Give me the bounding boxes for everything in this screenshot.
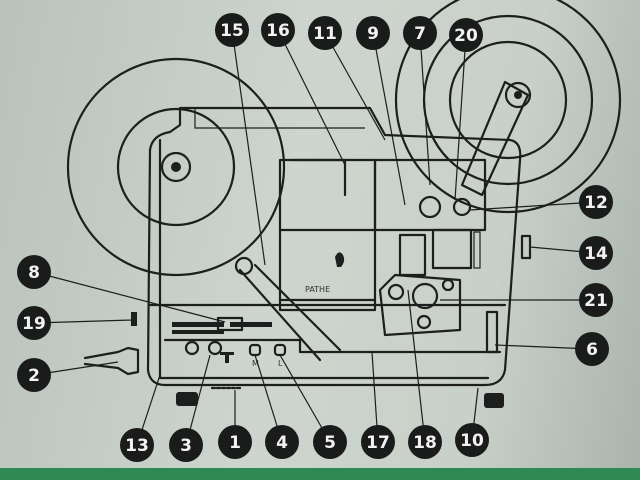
callout-badge <box>403 16 437 50</box>
callout-badge <box>313 425 347 459</box>
callout-number: 10 <box>460 431 484 451</box>
callout-16: 16 <box>261 13 346 166</box>
switch-label-m: M <box>252 359 259 368</box>
callout-badge <box>218 425 252 459</box>
switch-label-l: L <box>278 359 283 368</box>
left-reel <box>66 57 286 277</box>
leader-line <box>231 29 266 266</box>
callout-badge <box>17 255 51 289</box>
leader-line <box>277 29 346 166</box>
callout-number: 9 <box>367 24 379 44</box>
callout-badge <box>261 13 295 47</box>
callout-badge <box>575 332 609 366</box>
callout-17: 17 <box>361 351 395 459</box>
callout-number: 14 <box>584 244 608 264</box>
leader-line <box>454 34 467 201</box>
callout-number: 4 <box>276 433 288 453</box>
callout-number: 8 <box>28 263 40 283</box>
callout-badge <box>579 283 613 317</box>
leader-line <box>419 32 431 186</box>
callout-15: 15 <box>215 13 266 266</box>
callout-badge <box>579 236 613 270</box>
callout-12: 12 <box>469 185 613 219</box>
leader-line <box>372 32 406 206</box>
callout-10: 10 <box>455 387 489 457</box>
callout-number: 1 <box>229 433 241 453</box>
leader-line <box>407 289 426 443</box>
callout-18: 18 <box>407 289 442 459</box>
callout-number: 13 <box>125 436 149 456</box>
callout-badge <box>120 428 154 462</box>
callout-number: 19 <box>22 314 46 334</box>
callout-number: 12 <box>584 193 608 213</box>
callout-badge <box>17 306 51 340</box>
callout-number: 6 <box>586 340 598 360</box>
callout-number: 16 <box>266 21 290 41</box>
callout-3: 3 <box>169 354 211 462</box>
callout-5: 5 <box>279 354 347 459</box>
callout-1: 1 <box>218 390 252 459</box>
callout-number: 20 <box>454 26 478 46</box>
callout-7: 7 <box>403 16 437 186</box>
callout-2: 2 <box>17 358 119 392</box>
callout-number: 2 <box>28 366 40 386</box>
callout-19: 19 <box>17 306 134 340</box>
callout-14: 14 <box>529 236 613 270</box>
leader-line <box>469 201 597 211</box>
bottom-stripe <box>0 468 640 480</box>
callout-badge <box>17 358 51 392</box>
callout-badge <box>265 425 299 459</box>
right-reel <box>394 0 622 214</box>
callout-number: 21 <box>584 291 608 311</box>
callout-badge <box>215 13 249 47</box>
callout-number: 17 <box>366 433 390 453</box>
projector-body <box>83 106 532 408</box>
brand-label: PATHE <box>305 285 330 294</box>
callout-number: 18 <box>413 433 437 453</box>
callout-8: 8 <box>17 255 226 323</box>
callout-badge <box>579 185 613 219</box>
callout-badge <box>455 423 489 457</box>
callout-badge <box>408 425 442 459</box>
callout-badge <box>361 425 395 459</box>
callout-9: 9 <box>356 16 406 206</box>
callout-21: 21 <box>440 283 613 317</box>
callout-11: 11 <box>308 16 386 141</box>
callout-number: 5 <box>324 433 336 453</box>
callout-number: 15 <box>220 21 244 41</box>
leader-line <box>33 271 226 323</box>
callout-number: 11 <box>313 24 337 44</box>
callout-13: 13 <box>120 374 161 462</box>
callout-4: 4 <box>254 354 299 459</box>
callout-6: 6 <box>494 332 609 366</box>
callout-badge <box>169 428 203 462</box>
callout-number: 3 <box>180 436 192 456</box>
callout-number: 7 <box>414 24 426 44</box>
callout-badge <box>449 18 483 52</box>
callout-badge <box>356 16 390 50</box>
callout-badge <box>308 16 342 50</box>
leader-line <box>324 32 386 141</box>
callout-20: 20 <box>449 18 483 201</box>
